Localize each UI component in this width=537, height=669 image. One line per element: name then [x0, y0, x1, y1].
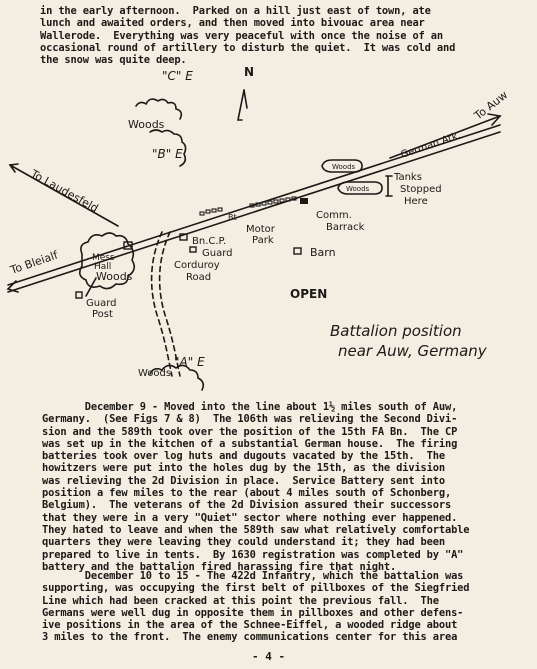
label-b-e: "B" E: [152, 147, 183, 161]
label-bt: Bt: [228, 213, 237, 222]
guard-post-icon: [75, 291, 83, 299]
corduroy-road-left: [150, 231, 173, 377]
north-label: N: [244, 65, 254, 79]
label-woods-mess: Woods: [96, 270, 133, 283]
woods-c-outline: [135, 98, 183, 120]
label-hall: Hall: [94, 262, 111, 272]
label-here: Here: [404, 196, 428, 207]
label-corduroy: Corduroy: [174, 260, 220, 271]
label-comm: Comm.: [316, 210, 352, 221]
label-german-atk: German Atk.: [399, 130, 462, 161]
paragraph-december-10-15: December 10 to 15 - The 422d Infantry, w…: [42, 570, 470, 644]
label-open: OPEN: [290, 287, 327, 301]
paragraph-december-9: December 9 - Moved into the line about 1…: [42, 401, 470, 573]
bn-cp-icon: [179, 233, 188, 241]
comm-barrack-icon: [300, 198, 308, 204]
label-guard: Guard: [202, 248, 233, 259]
auw-arrow: [487, 113, 502, 126]
label-mess: Mess: [92, 253, 115, 263]
label-woods-small-1: Woods: [332, 163, 356, 171]
label-barn: Barn: [310, 246, 336, 259]
label-to-auw: To Auw: [471, 88, 510, 123]
german-attack-line: [389, 115, 501, 159]
label-woods-top: Woods: [128, 118, 165, 131]
paragraph-intro: in the early afternoon. Parked on a hill…: [40, 5, 456, 67]
page-number: - 4 -: [252, 650, 286, 663]
label-stopped: Stopped: [400, 184, 442, 195]
mess-hall-woods-outline: [78, 232, 136, 290]
label-woods-a: Woods: [138, 368, 171, 379]
label-road: Road: [186, 272, 211, 283]
label-tanks: Tanks: [393, 172, 422, 183]
north-arrow: [237, 89, 245, 121]
corduroy-road-right: [158, 231, 181, 377]
label-c-e: "C" E: [162, 69, 193, 83]
woods-b-outline: [149, 129, 187, 167]
barn-icon: [293, 247, 302, 255]
woods-small-2-outline: [337, 181, 383, 195]
label-bn-cp: Bn.C.P.: [192, 236, 226, 247]
map-caption-line1: Battalion position: [330, 322, 462, 340]
guard-icon: [189, 246, 197, 253]
laudesfeld-arrow: [8, 163, 19, 173]
label-to-bleialf: To Bleialf: [8, 248, 61, 277]
woods-a-outline: [149, 364, 205, 391]
battalion-position-map: N "C" E Woods "B" E To Laudesfeld To Ble…: [6, 65, 510, 391]
label-guard-post-2: Post: [92, 309, 113, 320]
woods-small-1-outline: [321, 159, 363, 173]
label-woods-small-2: Woods: [346, 185, 370, 193]
label-a-e: "A" E: [174, 355, 205, 369]
label-guard-post-1: Guard: [86, 298, 117, 309]
bleialf-arrow: [6, 280, 19, 293]
motor-park-vehicles: [199, 196, 297, 216]
main-road-lower-edge: [7, 131, 501, 293]
map-caption-line2: near Auw, Germany: [338, 342, 488, 360]
label-barrack: Barrack: [326, 222, 365, 233]
label-to-laudesfeld: To Laudesfeld: [28, 167, 101, 215]
mess-hall-icon: [123, 241, 133, 250]
road-to-laudesfeld: [9, 164, 119, 227]
label-park: Park: [252, 235, 274, 246]
label-motor: Motor: [246, 224, 276, 235]
